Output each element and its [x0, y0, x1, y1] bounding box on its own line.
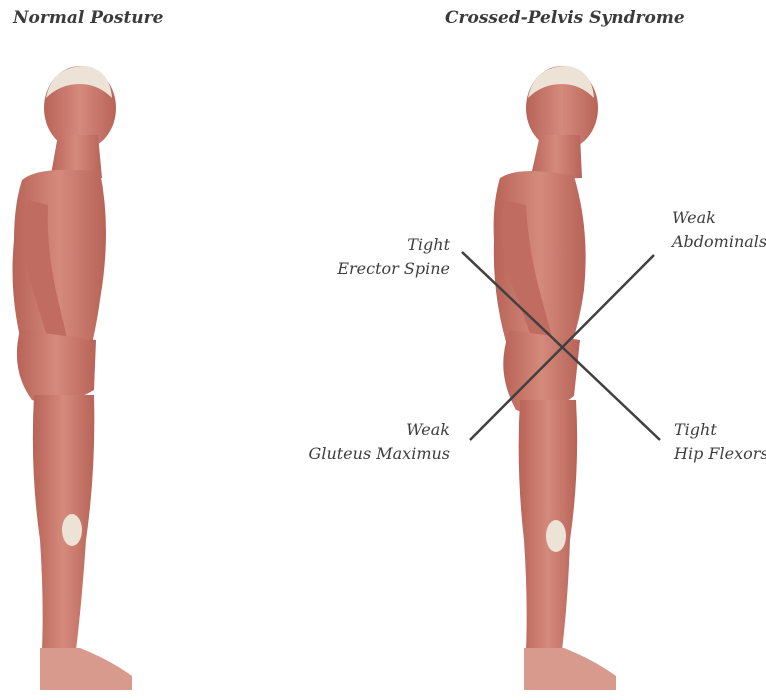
label-line: Erector Spine [337, 257, 450, 281]
label-line: Weak [672, 206, 766, 230]
label-line: Gluteus Maximus [309, 442, 450, 466]
label-weak-abdominals: Weak Abdominals [672, 206, 766, 254]
label-line: Tight [337, 233, 450, 257]
label-line: Hip Flexors [674, 442, 766, 466]
label-line: Abdominals [672, 230, 766, 254]
label-weak-gluteus-maximus: Weak Gluteus Maximus [309, 418, 450, 466]
label-line: Weak [309, 418, 450, 442]
label-tight-hip-flexors: Tight Hip Flexors [674, 418, 766, 466]
label-line: Tight [674, 418, 766, 442]
label-tight-erector-spine: Tight Erector Spine [337, 233, 450, 281]
line-weak-glutes-to-abdominals [470, 255, 654, 440]
